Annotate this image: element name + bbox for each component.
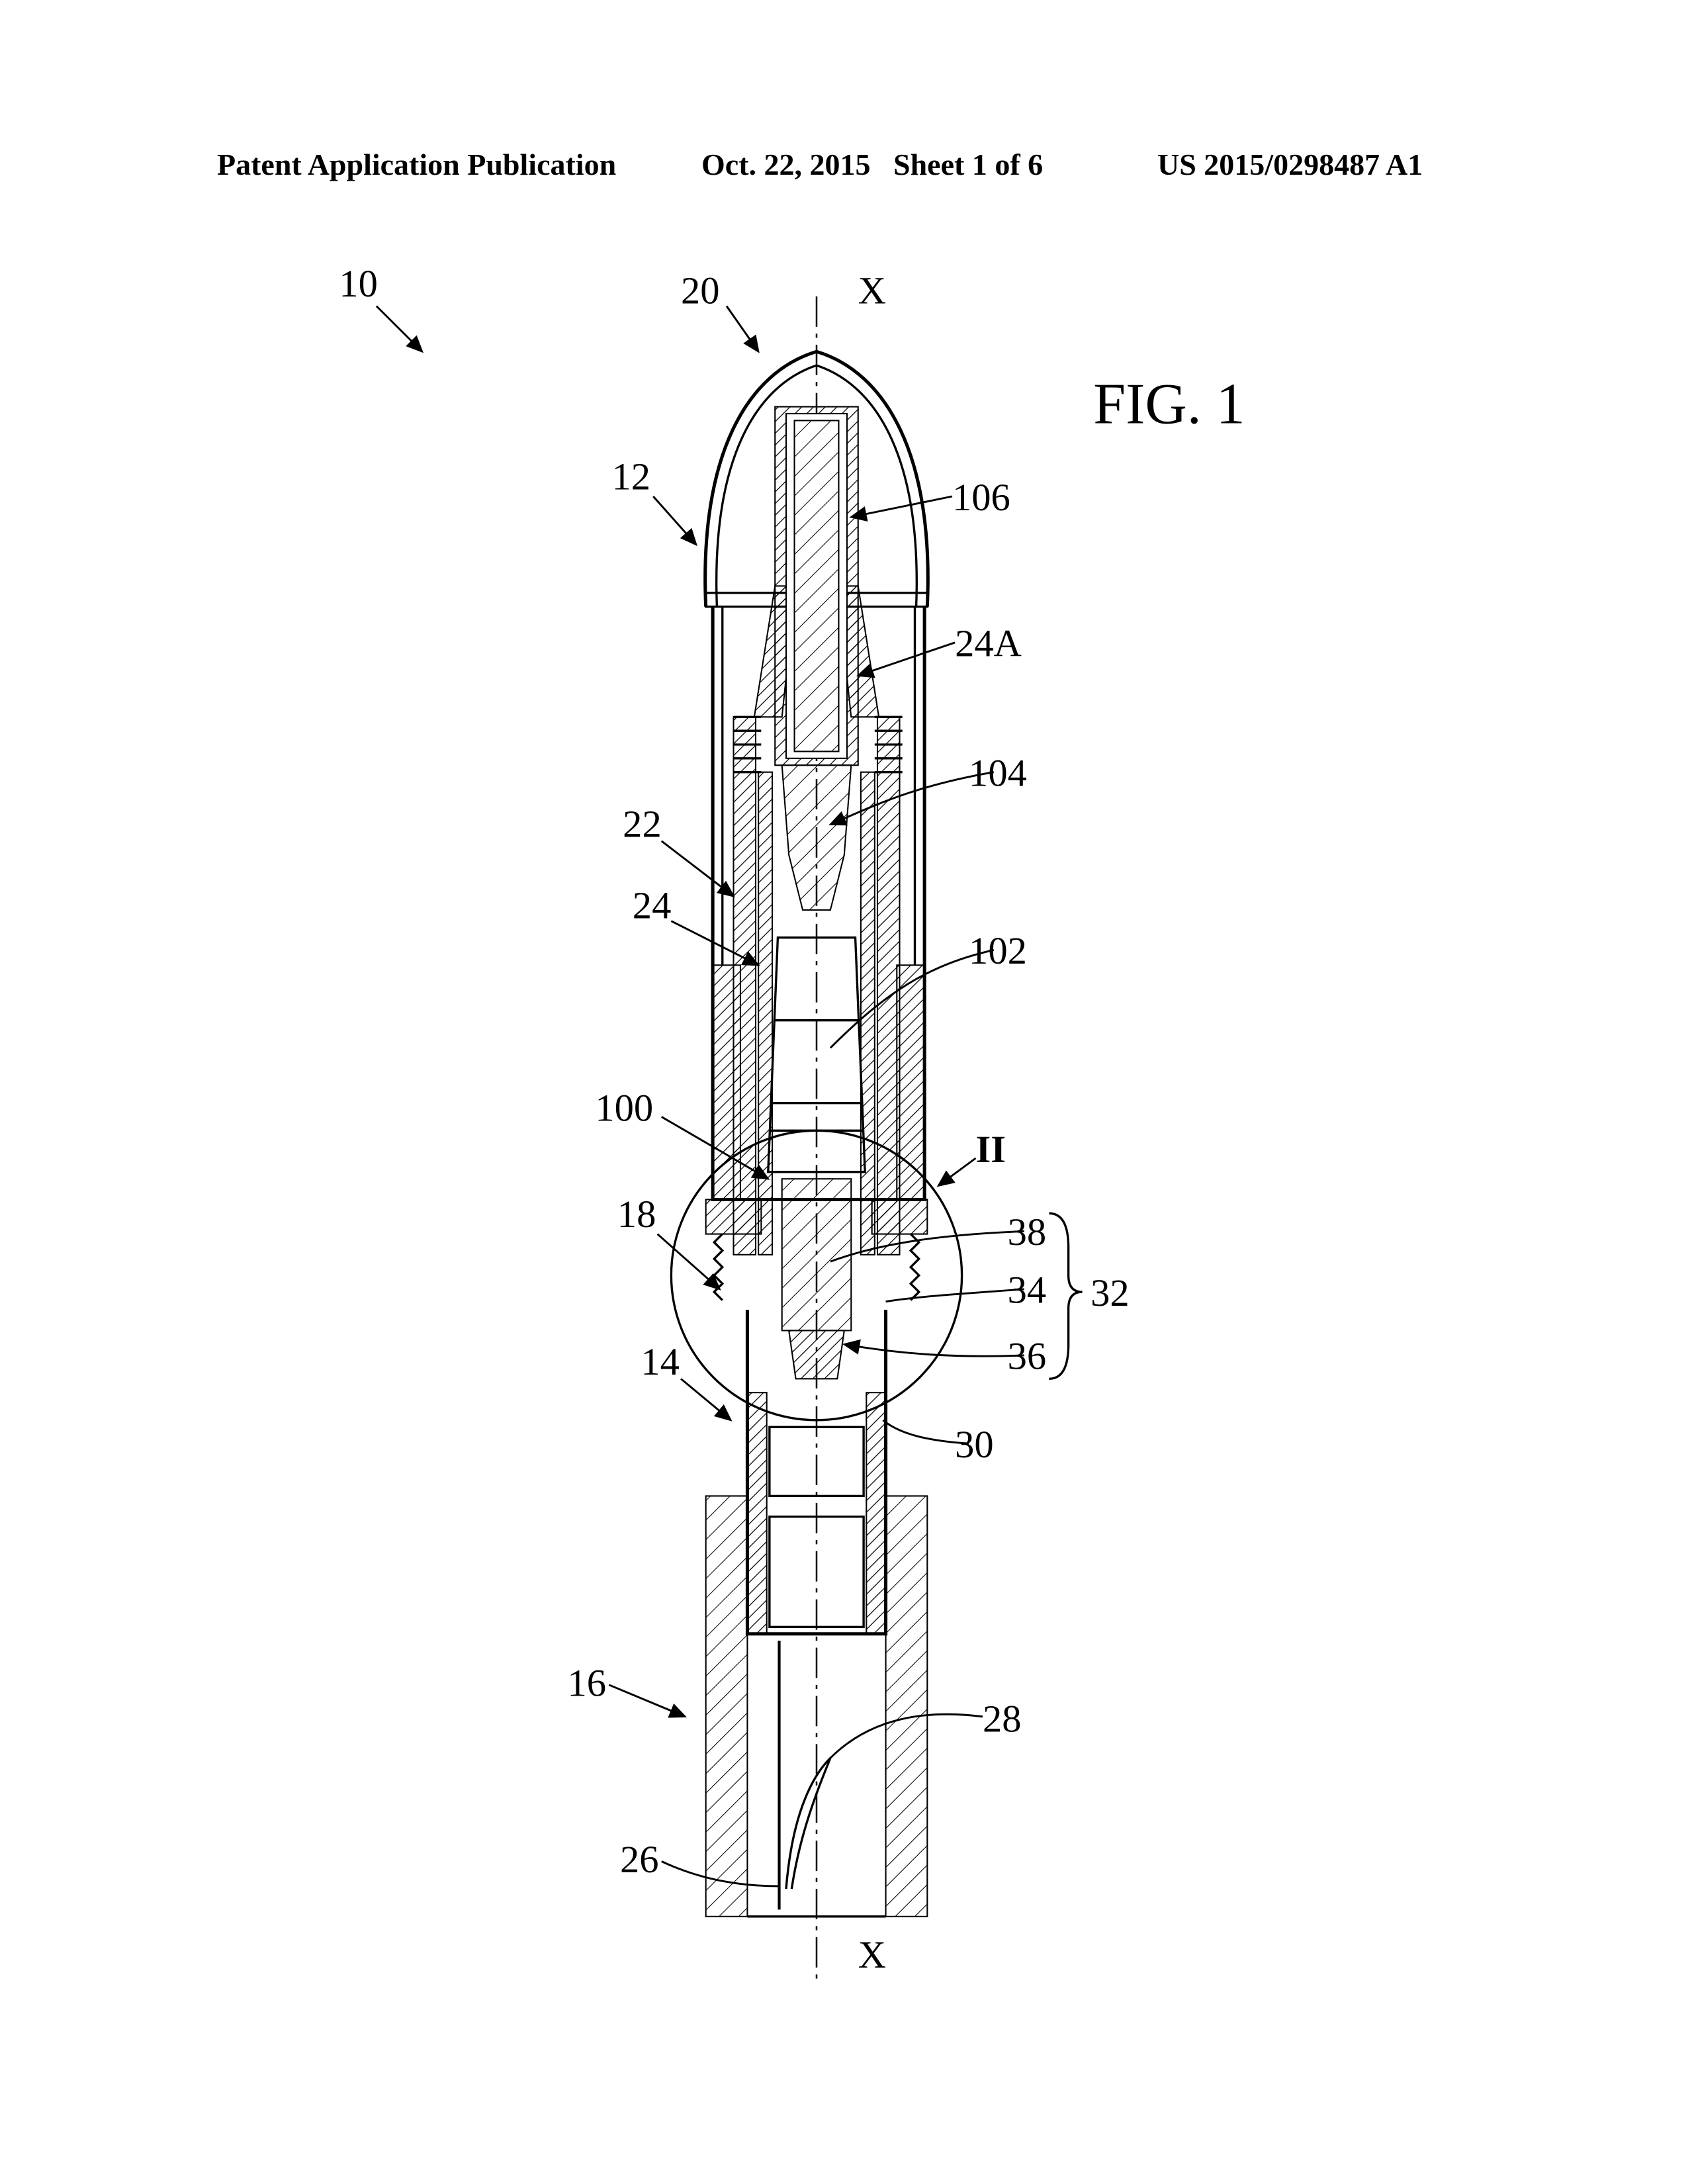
ref-30: 30 xyxy=(955,1423,994,1466)
device-body xyxy=(670,349,1083,1918)
ref-106: 106 xyxy=(952,476,1010,519)
ref-24: 24 xyxy=(633,884,672,927)
ref-18: 18 xyxy=(617,1193,656,1236)
ref-34: 34 xyxy=(1008,1269,1047,1312)
leader-lines xyxy=(375,305,1024,1888)
ref-32: 32 xyxy=(1091,1271,1130,1314)
date-sheet: Oct. 22, 2015 Sheet 1 of 6 xyxy=(701,148,1044,181)
ref-26: 26 xyxy=(620,1838,659,1881)
ref-22: 22 xyxy=(623,803,662,846)
ref-38: 38 xyxy=(1008,1210,1047,1253)
ref-100: 100 xyxy=(595,1087,653,1130)
ref-10: 10 xyxy=(339,262,378,305)
publication-type: Patent Application Publication xyxy=(217,148,617,181)
ref-12: 12 xyxy=(611,455,650,498)
ref-24A: 24A xyxy=(955,622,1022,665)
publication-number: US 2015/0298487 A1 xyxy=(1157,148,1423,181)
detail-label-II: II xyxy=(976,1128,1006,1171)
ref-102: 102 xyxy=(969,929,1027,972)
ref-104: 104 xyxy=(969,752,1027,795)
figure-title: FIG. 1 xyxy=(1093,372,1245,436)
axis-label-bottom: X xyxy=(858,1933,886,1976)
ref-16: 16 xyxy=(568,1662,607,1705)
axis-label-top: X xyxy=(858,269,886,312)
ref-28: 28 xyxy=(983,1698,1022,1741)
ref-20: 20 xyxy=(681,269,720,312)
ref-14: 14 xyxy=(641,1340,680,1383)
ref-36: 36 xyxy=(1008,1335,1047,1378)
